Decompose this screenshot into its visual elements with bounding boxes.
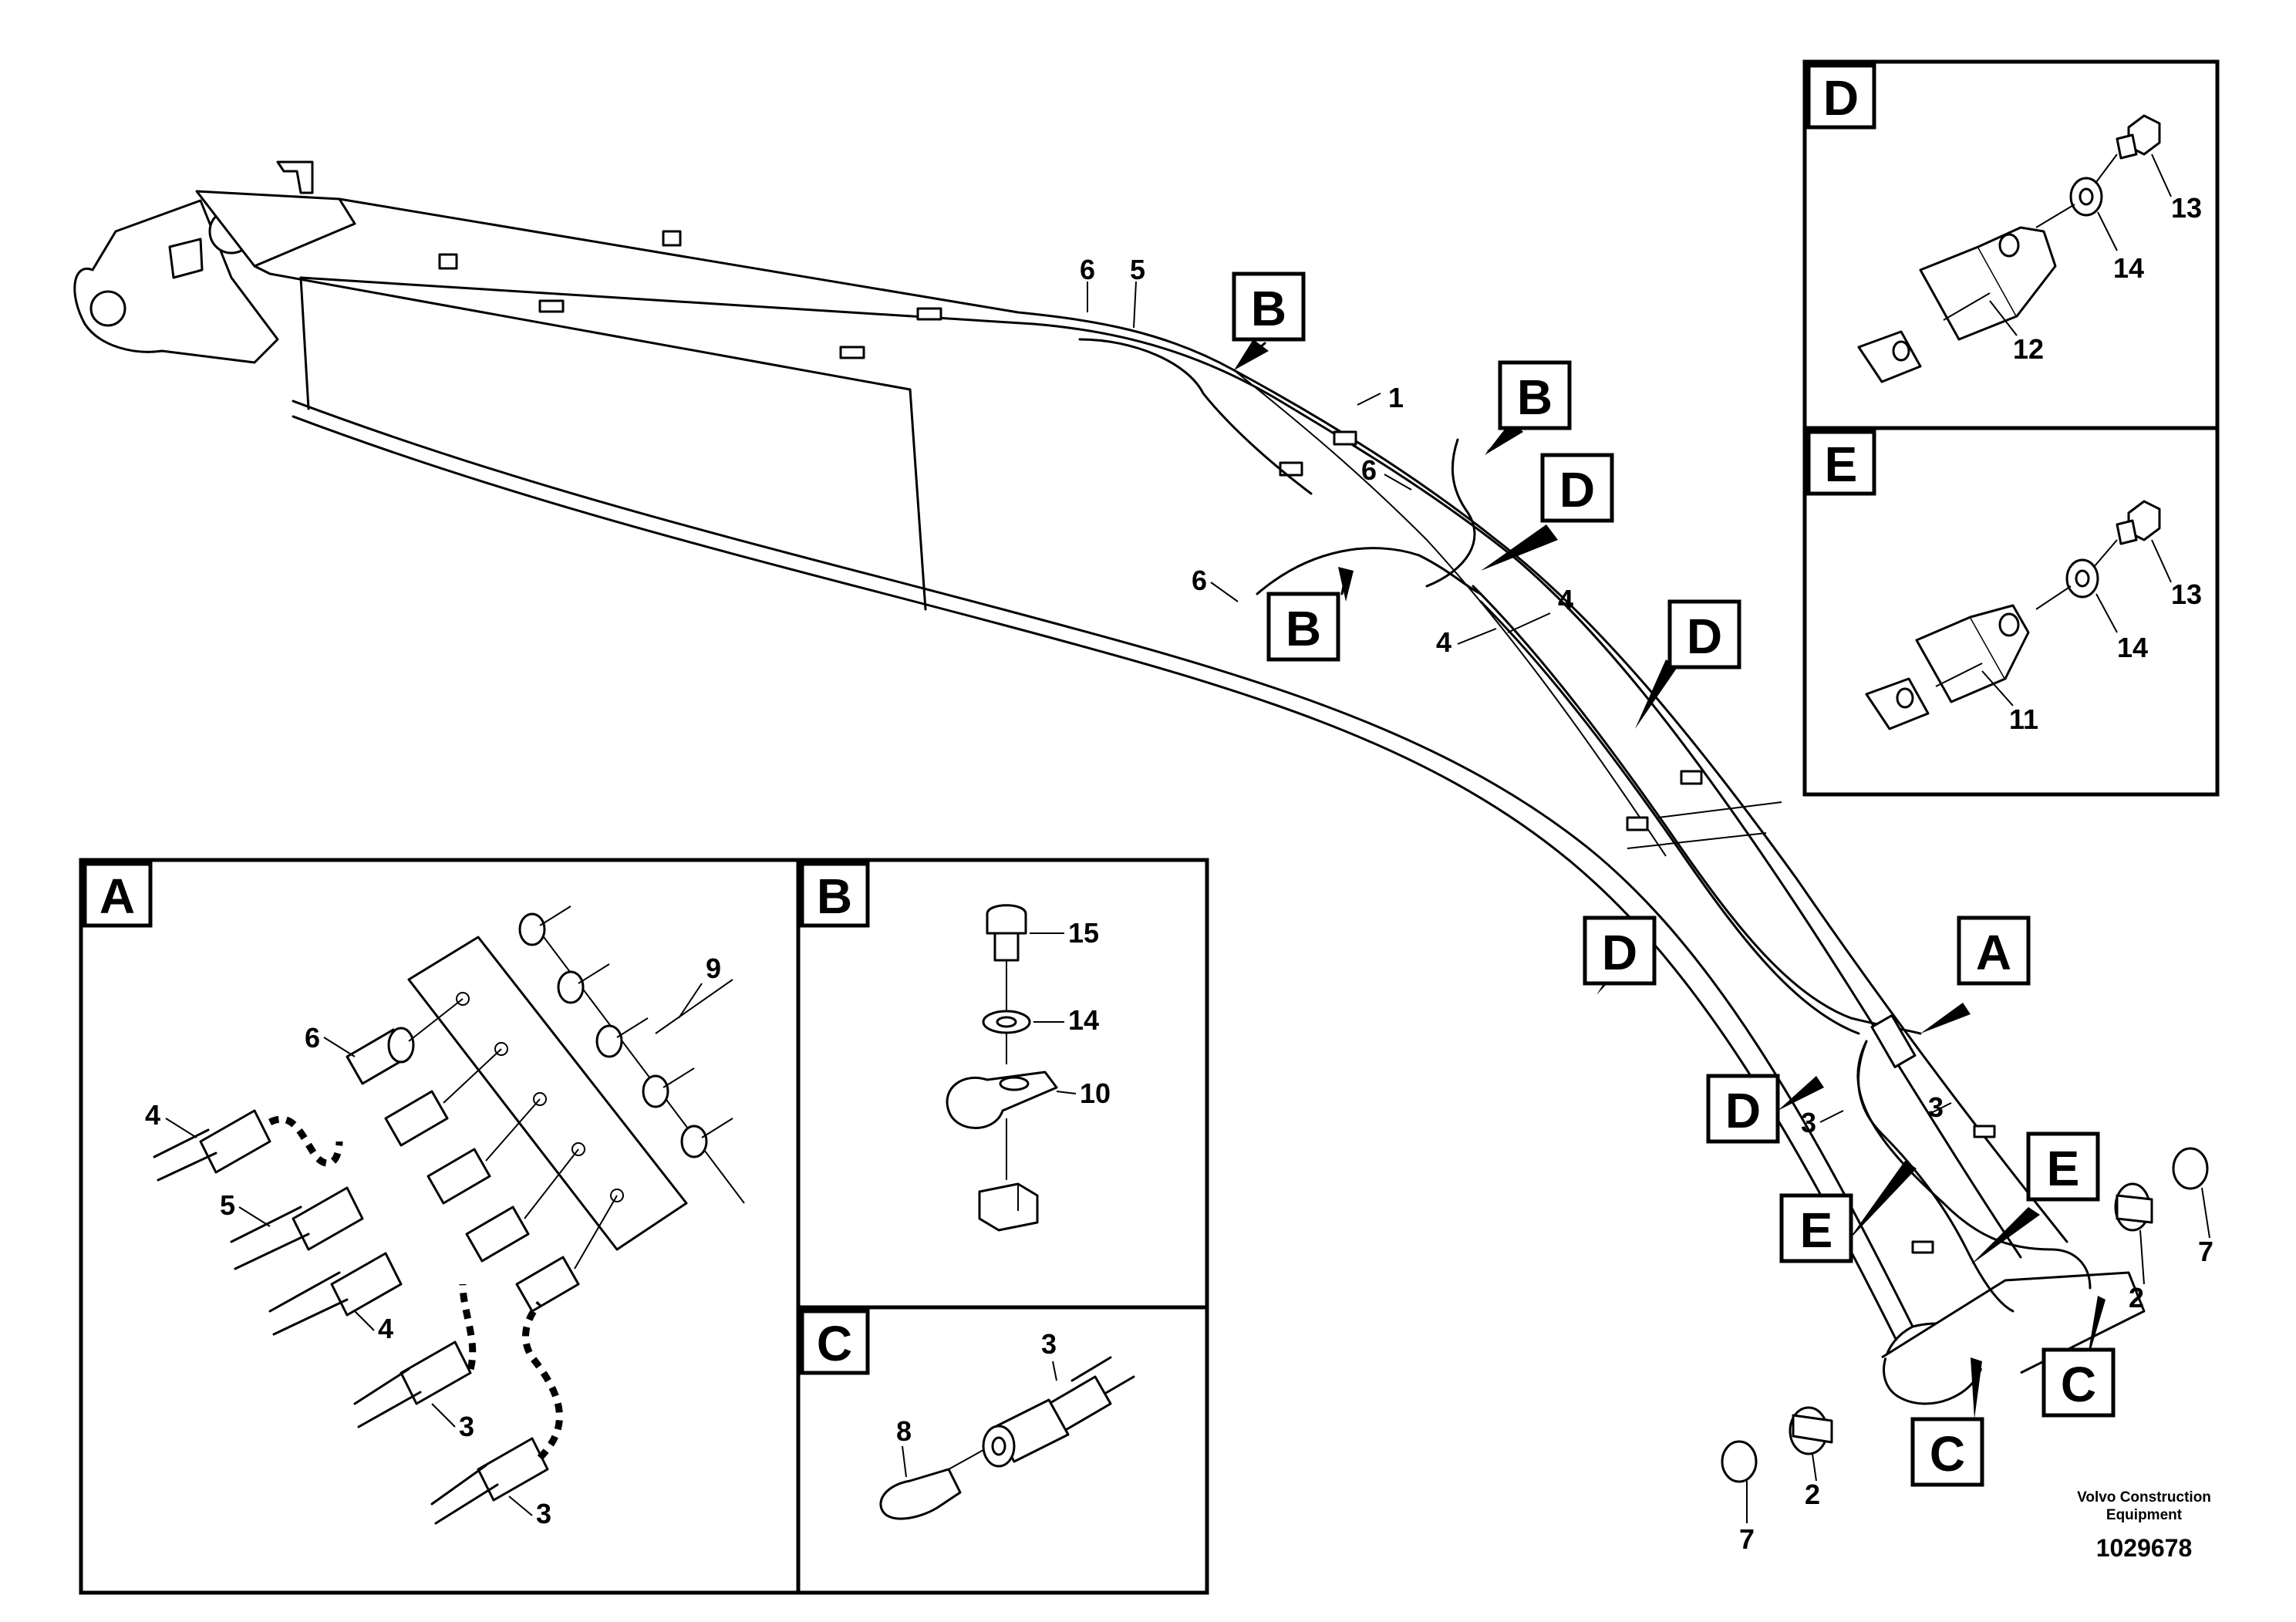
tag-c-left: C: [1930, 1426, 1965, 1482]
panel-a-callout-4b: 4: [378, 1313, 393, 1344]
detail-panel-a: A: [79, 858, 1209, 1595]
panel-b-title: B: [817, 868, 852, 924]
panel-e-callout-13: 13: [2171, 578, 2202, 610]
bushing-parts: [1721, 1147, 2210, 1523]
tag-d-3: D: [1602, 925, 1637, 980]
callout-7-right: 7: [2198, 1236, 2213, 1267]
callout-7-left: 7: [1739, 1523, 1755, 1555]
panel-c-title: C: [817, 1316, 852, 1371]
tag-b-right: B: [1517, 369, 1553, 425]
panel-e-callout-11: 11: [2009, 703, 2038, 735]
panel-a-callout-3b: 3: [536, 1498, 551, 1529]
callout-6-top: 6: [1080, 254, 1095, 285]
credit-line-2: Equipment: [2106, 1507, 2183, 1523]
main-callouts: 1 6 5 6 6 4 4 3 3 2 7 2 7: [1080, 254, 2213, 1555]
panel-d-title: D: [1823, 70, 1859, 126]
detail-panel-e: E 13 14 11: [1802, 426, 2220, 797]
detail-panel-c: C 3 8: [800, 1309, 1135, 1520]
panel-b-callout-14: 14: [1068, 1004, 1099, 1036]
panel-a-title: A: [99, 868, 135, 924]
callout-1: 1: [1388, 382, 1404, 413]
callout-4a: 4: [1558, 584, 1573, 615]
callout-6-low: 6: [1192, 565, 1207, 596]
callout-4b: 4: [1436, 626, 1451, 658]
panel-d-callout-14: 14: [2113, 252, 2144, 284]
leader-lines: [1087, 281, 1952, 1123]
panel-a-callout-6: 6: [305, 1022, 320, 1054]
callout-6-mid: 6: [1361, 454, 1377, 486]
tag-d-2: D: [1687, 609, 1722, 664]
callout-3a: 3: [1801, 1107, 1816, 1138]
tag-b-top: B: [1251, 281, 1286, 336]
tag-a: A: [1976, 925, 2011, 980]
panel-e-title: E: [1825, 437, 1858, 492]
tag-b-low: B: [1286, 601, 1321, 656]
callout-2-left: 2: [1805, 1479, 1820, 1510]
panel-e-callout-14: 14: [2117, 632, 2148, 663]
tag-d-1: D: [1559, 462, 1595, 518]
document-id: 1029678: [2096, 1534, 2193, 1562]
detail-panel-d: D 13 14 12: [1802, 59, 2220, 430]
callout-5: 5: [1130, 254, 1145, 285]
tag-e-right: E: [2047, 1141, 2080, 1196]
callout-3b: 3: [1928, 1091, 1944, 1123]
panel-c-callout-8: 8: [896, 1415, 912, 1447]
panel-d-callout-13: 13: [2171, 192, 2202, 224]
panel-d-callout-12: 12: [2013, 333, 2044, 365]
panel-a-callout-5: 5: [220, 1189, 235, 1221]
panel-a-callout-9: 9: [706, 953, 721, 984]
panel-a-callout-4a: 4: [145, 1099, 160, 1131]
main-tags: B B B D D D D A E E C C: [1232, 271, 2116, 1487]
credit-line-1: Volvo Construction: [2077, 1489, 2211, 1506]
panel-a-callout-3a: 3: [459, 1411, 474, 1442]
panel-c-callout-3: 3: [1041, 1328, 1057, 1360]
footer: Volvo Construction Equipment 1029678: [2077, 1489, 2211, 1562]
detail-panel-b: B 15 14 10: [800, 862, 1111, 1232]
tag-c-right: C: [2061, 1357, 2096, 1412]
tag-d-4: D: [1725, 1083, 1761, 1138]
tag-e-left: E: [1800, 1202, 1833, 1258]
panel-b-callout-15: 15: [1068, 917, 1099, 949]
callout-2-right: 2: [2129, 1282, 2144, 1313]
panel-b-callout-10: 10: [1080, 1077, 1111, 1109]
